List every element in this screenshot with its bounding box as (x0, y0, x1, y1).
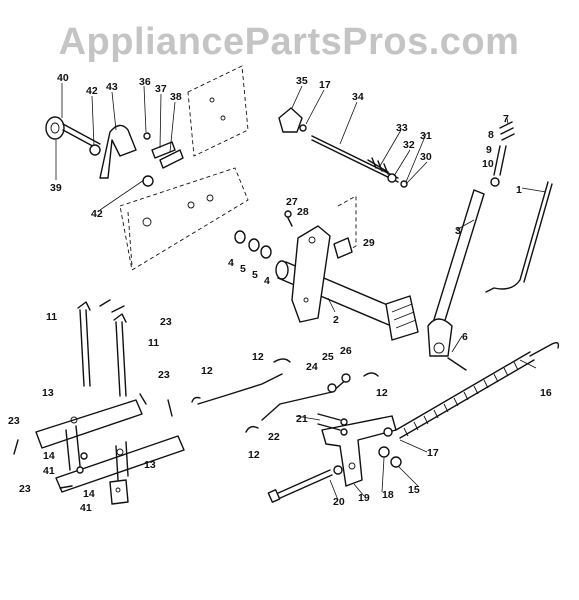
callout-23b: 23 (158, 369, 170, 381)
lift-shaft-2 (275, 225, 419, 341)
callout-39: 39 (50, 182, 62, 194)
callout-13: 13 (42, 387, 54, 399)
callout-2: 2 (333, 314, 339, 326)
lift-links-11 (77, 301, 127, 397)
callout-28: 28 (297, 206, 309, 218)
knob-35 (278, 107, 307, 133)
callout-16: 16 (540, 387, 552, 399)
callout-3: 3 (455, 225, 461, 237)
callout-41: 41 (43, 465, 55, 477)
callout-14: 14 (43, 450, 55, 462)
callout-10: 10 (482, 158, 494, 170)
callout-43: 43 (106, 81, 118, 93)
callout-25: 25 (322, 351, 334, 363)
callout-13b: 13 (144, 459, 156, 471)
rod-upper-12 (191, 358, 291, 405)
callout-23c: 23 (8, 415, 20, 427)
callout-23d: 23 (19, 483, 31, 495)
clips-23 (13, 299, 173, 489)
bracket-18 (321, 415, 402, 487)
spring-assembly-7-10 (490, 121, 515, 187)
callout-38: 38 (170, 91, 182, 103)
rod-22 (245, 373, 351, 433)
callout-4: 4 (228, 257, 234, 269)
callout-34: 34 (352, 91, 364, 103)
small-brackets-36-38 (143, 132, 184, 169)
callout-42: 42 (86, 85, 98, 97)
adjust-rod-34 (311, 135, 408, 188)
clip-12-right (363, 372, 379, 377)
callout-29: 29 (363, 237, 375, 249)
bolt-6 (447, 357, 467, 371)
callout-14b: 14 (83, 488, 95, 500)
pins-14-41 (76, 452, 129, 505)
callout-31: 31 (420, 130, 432, 142)
callout-41b: 41 (80, 502, 92, 514)
callout-15: 15 (408, 484, 420, 496)
callout-9: 9 (486, 144, 492, 156)
callout-18: 18 (382, 489, 394, 501)
callout-20: 20 (333, 496, 345, 508)
callout-12c: 12 (201, 365, 213, 377)
lift-knob-assembly (45, 116, 154, 187)
watermark-text: AppliancePartsPros.com (59, 21, 520, 63)
callout-37: 37 (155, 83, 167, 95)
callout-4b: 4 (264, 275, 270, 287)
callout-8: 8 (488, 129, 494, 141)
callout-23: 23 (160, 316, 172, 328)
callout-24: 24 (306, 361, 318, 373)
callout-32: 32 (403, 139, 415, 151)
callout-33: 33 (396, 122, 408, 134)
callout-40: 40 (57, 72, 69, 84)
callout-42b: 42 (91, 208, 103, 220)
callout-36: 36 (139, 76, 151, 88)
callout-22: 22 (268, 431, 280, 443)
callout-7: 7 (503, 113, 509, 125)
callout-labels: 40 42 43 36 37 38 35 17 34 33 32 31 30 7… (8, 72, 552, 514)
callout-35: 35 (296, 75, 308, 87)
bolt-20 (267, 465, 343, 503)
callout-1: 1 (516, 184, 522, 196)
callout-21: 21 (296, 413, 308, 425)
bolt-27-28 (284, 210, 293, 227)
callout-19: 19 (358, 492, 370, 504)
lower-links-13 (35, 399, 185, 493)
callout-5b: 5 (252, 269, 258, 281)
washers-4-5 (234, 230, 272, 259)
lift-rod-1 (485, 181, 553, 293)
callout-5: 5 (240, 263, 246, 275)
bolts-21 (317, 413, 348, 436)
callout-26: 26 (340, 345, 352, 357)
callout-27: 27 (286, 196, 298, 208)
leader-lines (55, 83, 547, 501)
clip-29 (333, 237, 353, 259)
lift-handle-43 (99, 124, 137, 179)
upper-mounting-plate (119, 65, 249, 271)
lift-lever-3 (427, 189, 485, 357)
spring-16 (395, 341, 560, 439)
callout-11b: 11 (148, 337, 159, 349)
callout-12: 12 (252, 351, 264, 363)
callout-12d: 12 (248, 449, 260, 461)
callout-6: 6 (462, 331, 468, 343)
callout-11: 11 (46, 311, 57, 323)
callout-17b: 17 (427, 447, 439, 459)
callout-17: 17 (319, 79, 331, 91)
callout-30: 30 (420, 151, 432, 163)
callout-12b: 12 (376, 387, 388, 399)
